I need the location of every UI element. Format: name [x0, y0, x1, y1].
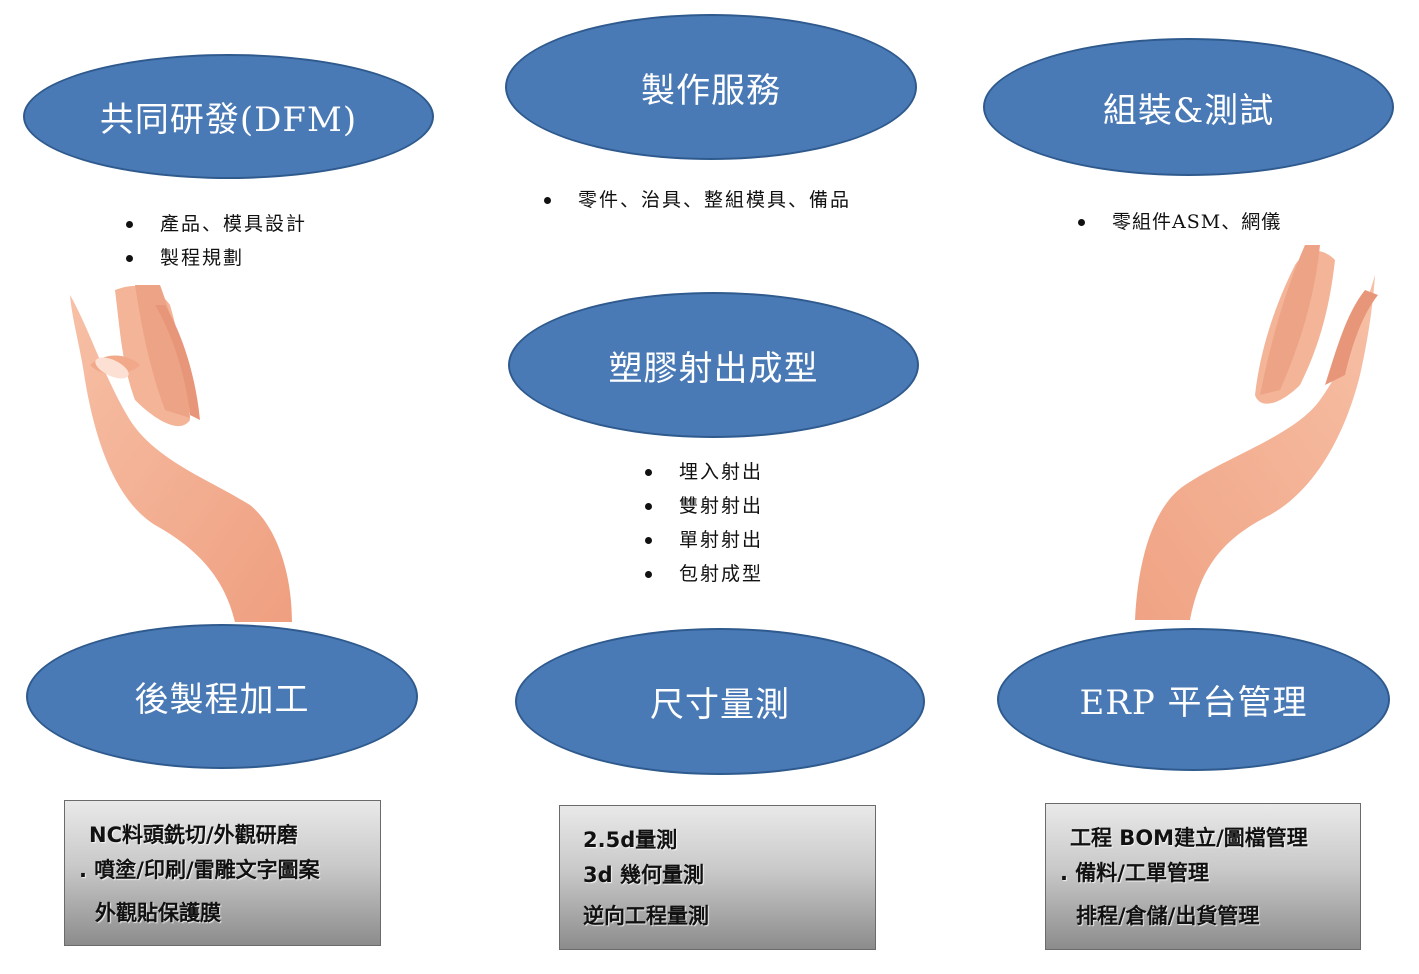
- list-item: 埋入射出: [645, 455, 763, 489]
- node-rd-dfm-label: 共同研發(DFM): [99, 100, 358, 140]
- manufacturing-bullet-list: 零件、治具、整組模具、備品: [544, 183, 851, 217]
- list-item: 產品、模具設計: [126, 207, 307, 241]
- node-manufacturing-service-label: 製作服務: [641, 70, 781, 111]
- right-hand-icon: [1135, 245, 1378, 620]
- measurement-box: 2.5d量測 3d 幾何量測 逆向工程量測: [559, 805, 876, 950]
- list-item: 單射射出: [645, 523, 763, 557]
- node-post-processing-label: 後製程加工: [134, 680, 310, 720]
- rd-bullet-list: 產品、模具設計 製程規劃: [126, 207, 307, 275]
- erp-line-1: 工程 BOM建立/圖檔管理: [1070, 826, 1308, 850]
- node-injection-molding: 塑膠射出成型: [508, 292, 919, 438]
- node-assembly-testing: 組裝&測試: [983, 38, 1394, 176]
- measurement-line-2: 3d 幾何量測: [583, 863, 704, 887]
- erp-box: 工程 BOM建立/圖檔管理 . 備料/工單管理 排程/倉儲/出貨管理: [1045, 803, 1361, 950]
- injection-bullet-list: 埋入射出 雙射射出 單射射出 包射成型: [645, 455, 763, 591]
- node-dimension-measurement-label: 尺寸量測: [650, 685, 790, 725]
- left-hand-icon: [70, 285, 292, 622]
- node-dimension-measurement: 尺寸量測: [515, 628, 925, 775]
- list-item: 零件、治具、整組模具、備品: [544, 183, 851, 217]
- node-erp-platform: ERP 平台管理: [997, 628, 1390, 771]
- erp-line-2: . 備料/工單管理: [1060, 861, 1209, 885]
- node-assembly-testing-label: 組裝&測試: [1102, 90, 1275, 131]
- list-item: 零組件ASM、網儀: [1078, 205, 1281, 239]
- post-processing-line-2: . 噴塗/印刷/雷雕文字圖案: [79, 858, 320, 882]
- erp-line-3: 排程/倉儲/出貨管理: [1076, 904, 1260, 928]
- node-post-processing: 後製程加工: [26, 624, 418, 769]
- list-item: 雙射射出: [645, 489, 763, 523]
- post-processing-line-3: 外觀貼保護膜: [95, 901, 221, 925]
- measurement-line-3: 逆向工程量測: [583, 904, 709, 928]
- post-processing-line-1: NC料頭銑切/外觀研磨: [89, 823, 298, 847]
- post-processing-box: NC料頭銑切/外觀研磨 . 噴塗/印刷/雷雕文字圖案 外觀貼保護膜: [64, 800, 381, 946]
- measurement-line-1: 2.5d量測: [583, 828, 678, 852]
- list-item: 包射成型: [645, 557, 763, 591]
- node-rd-dfm: 共同研發(DFM): [23, 54, 434, 179]
- node-injection-molding-label: 塑膠射出成型: [608, 348, 819, 389]
- node-erp-platform-label: ERP 平台管理: [1079, 683, 1308, 723]
- list-item: 製程規劃: [126, 241, 307, 275]
- assembly-bullet-list: 零組件ASM、網儀: [1078, 205, 1281, 239]
- node-manufacturing-service: 製作服務: [505, 14, 917, 160]
